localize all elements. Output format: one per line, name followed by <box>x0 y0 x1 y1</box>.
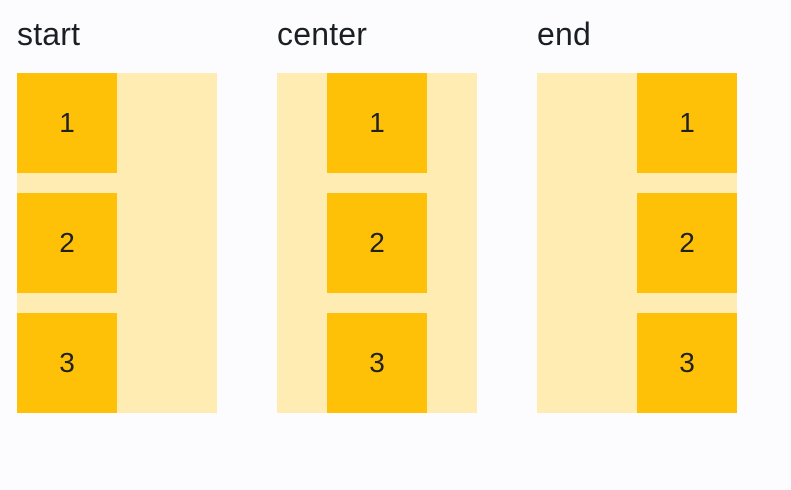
group-label-end: end <box>537 16 591 52</box>
grid-item: 3 <box>327 313 427 413</box>
grid-item: 2 <box>637 193 737 293</box>
grid-item: 1 <box>637 73 737 173</box>
group-label-start: start <box>17 16 81 52</box>
grid-item: 2 <box>327 193 427 293</box>
alignment-group-end: end 1 2 3 <box>537 13 737 413</box>
alignment-group-center: center 1 2 3 <box>277 13 477 413</box>
grid-item: 3 <box>17 313 117 413</box>
alignment-container-start: 1 2 3 <box>17 73 217 413</box>
grid-item: 1 <box>17 73 117 173</box>
grid-item: 1 <box>327 73 427 173</box>
grid-item: 3 <box>637 313 737 413</box>
alignment-demo: start 1 2 3 center 1 2 3 end 1 2 3 <box>17 13 791 413</box>
alignment-container-end: 1 2 3 <box>537 73 737 413</box>
group-label-center: center <box>277 16 368 52</box>
alignment-group-start: start 1 2 3 <box>17 13 217 413</box>
alignment-container-center: 1 2 3 <box>277 73 477 413</box>
grid-item: 2 <box>17 193 117 293</box>
